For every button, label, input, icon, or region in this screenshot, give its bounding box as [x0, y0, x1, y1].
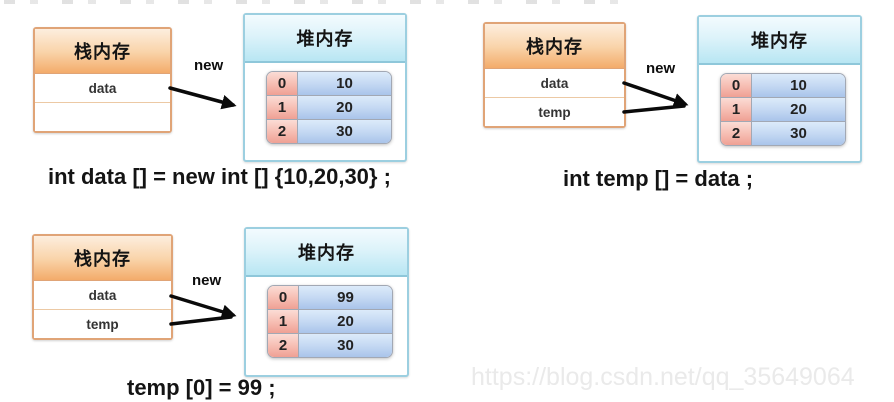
array-row: 0 10 — [267, 72, 391, 96]
arrow-data-to-heap-3 — [169, 294, 237, 319]
heap-header-2: 堆内存 — [699, 17, 860, 65]
stack-box-3: 栈内存 data temp — [32, 234, 173, 340]
heap-box-1: 堆内存 0 10 1 20 2 30 — [243, 13, 407, 162]
arrow-data-to-heap-2 — [622, 81, 689, 108]
array-value-cell: 20 — [752, 98, 845, 121]
stack-header-2: 栈内存 — [485, 24, 624, 69]
array-index-cell: 2 — [721, 122, 752, 145]
new-keyword-label-1: new — [194, 57, 224, 74]
stack-row-temp-3: temp — [34, 310, 171, 338]
array-value-cell: 30 — [752, 122, 845, 145]
array-index-cell: 1 — [268, 310, 299, 333]
array-value-cell: 99 — [299, 286, 392, 309]
array-index-cell: 0 — [721, 74, 752, 97]
array-index-cell: 1 — [267, 96, 298, 119]
array-value-cell: 10 — [752, 74, 845, 97]
array-index-cell: 2 — [267, 120, 298, 143]
array-table-3: 0 99 1 20 2 30 — [267, 285, 393, 358]
stack-row-data-3: data — [34, 281, 171, 310]
stack-header-3: 栈内存 — [34, 236, 171, 281]
array-index-cell: 0 — [267, 72, 298, 95]
array-row: 1 20 — [268, 310, 392, 334]
stack-box-1: 栈内存 data — [33, 27, 172, 133]
array-table-2: 0 10 1 20 2 30 — [720, 73, 846, 146]
code-caption-2: int temp [] = data ; — [563, 166, 754, 191]
code-caption-1: int data [] = new int [] {10,20,30} ; — [48, 164, 391, 189]
heap-header-3: 堆内存 — [246, 229, 407, 277]
clipped-text-remnant — [4, 0, 639, 4]
array-row: 2 30 — [721, 122, 845, 145]
array-index-cell: 1 — [721, 98, 752, 121]
array-value-cell: 30 — [298, 120, 391, 143]
new-keyword-label-3: new — [192, 272, 222, 289]
array-row: 0 99 — [268, 286, 392, 310]
array-row: 2 30 — [267, 120, 391, 143]
array-value-cell: 20 — [298, 96, 391, 119]
stack-row-temp-2: temp — [485, 98, 624, 126]
stack-row-empty-1 — [35, 103, 170, 131]
stack-row-data-1: data — [35, 74, 170, 103]
arrow-temp-to-heap-2 — [622, 104, 686, 114]
array-value-cell: 10 — [298, 72, 391, 95]
arrow-data-to-heap-1 — [168, 86, 237, 110]
array-row: 1 20 — [267, 96, 391, 120]
watermark: https://blog.csdn.net/qq_35649064 — [471, 363, 855, 391]
array-index-cell: 0 — [268, 286, 299, 309]
heap-header-1: 堆内存 — [245, 15, 405, 63]
stack-box-2: 栈内存 data temp — [483, 22, 626, 128]
array-row: 1 20 — [721, 98, 845, 122]
array-value-cell: 30 — [299, 334, 392, 357]
array-value-cell: 20 — [299, 310, 392, 333]
array-table-1: 0 10 1 20 2 30 — [266, 71, 392, 144]
array-row: 2 30 — [268, 334, 392, 357]
heap-box-3: 堆内存 0 99 1 20 2 30 — [244, 227, 409, 377]
stack-header-1: 栈内存 — [35, 29, 170, 74]
array-index-cell: 2 — [268, 334, 299, 357]
stack-row-data-2: data — [485, 69, 624, 98]
code-caption-3: temp [0] = 99 ; — [127, 375, 276, 400]
arrow-temp-to-heap-3 — [169, 315, 233, 326]
array-row: 0 10 — [721, 74, 845, 98]
heap-box-2: 堆内存 0 10 1 20 2 30 — [697, 15, 862, 163]
new-keyword-label-2: new — [646, 60, 676, 77]
